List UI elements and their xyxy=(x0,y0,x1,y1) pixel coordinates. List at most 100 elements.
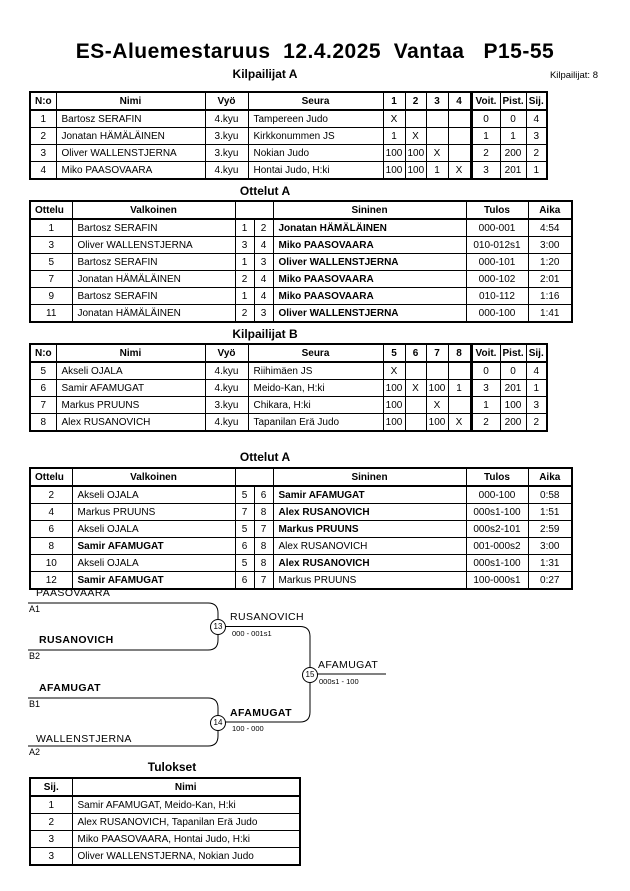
result-row: 3 Miko PAASOVAARA, Hontai Judo, H:ki xyxy=(29,830,301,848)
cell-match-no: 2 xyxy=(29,485,73,504)
cell-time: 4:54 xyxy=(527,218,573,237)
cell-club: Nokian Judo xyxy=(247,144,384,162)
col-header-no: N:o xyxy=(29,343,57,363)
pool-row: 3 Oliver WALLENSTJERNA 3.kyu Nokian Judo… xyxy=(29,144,548,162)
match-row: 9 Bartosz SERAFIN 1 4 Miko PAASOVAARA 01… xyxy=(29,287,573,305)
cell-place: 4 xyxy=(525,361,548,380)
col-header-blue: Sininen xyxy=(272,467,467,487)
cell-name: Miko PAASOVAARA, Hontai Judo, H:ki xyxy=(71,830,301,848)
bracket-slot-a2-seed: A2 xyxy=(29,747,41,757)
col-header-club: Seura xyxy=(247,91,384,111)
cell-place: 3 xyxy=(525,127,548,145)
cell-r4 xyxy=(447,127,472,145)
col-header-match: Ottelu xyxy=(29,467,73,487)
cell-r4: X xyxy=(447,161,472,180)
cell-no: 5 xyxy=(29,361,57,380)
cell-time: 0:27 xyxy=(527,571,573,590)
cell-belt: 3.kyu xyxy=(204,127,249,145)
cell-blue-name: Miko PAASOVAARA xyxy=(272,270,467,288)
cell-name: Oliver WALLENSTJERNA, Nokian Judo xyxy=(71,847,301,866)
pool-b-header-row: N:o Nimi Vyö Seura 5 6 7 8 Voit. Pist. S… xyxy=(29,343,548,363)
cell-no: 2 xyxy=(29,127,57,145)
col-header-time: Aika xyxy=(527,200,573,220)
cell-r5: 100 xyxy=(382,413,406,432)
cell-match-no: 10 xyxy=(29,554,73,572)
cell-points: 201 xyxy=(499,161,527,180)
cell-score: 000-100 xyxy=(465,304,529,323)
results-header-row: Sij. Nimi xyxy=(29,777,301,797)
match-row: 5 Bartosz SERAFIN 1 3 Oliver WALLENSTJER… xyxy=(29,253,573,271)
cell-score: 010-112 xyxy=(465,287,529,305)
cell-no: 8 xyxy=(29,413,57,432)
cell-blue-no: 3 xyxy=(253,304,274,323)
col-header-name: Nimi xyxy=(71,777,301,797)
cell-white-no: 3 xyxy=(234,236,255,254)
cell-wins: 3 xyxy=(469,161,501,180)
cell-wins: 0 xyxy=(469,361,501,380)
cell-r6 xyxy=(404,361,427,380)
competitors-count: Kilpailijat: 8 xyxy=(549,70,598,81)
final-winner-name: AFAMUGAT xyxy=(318,659,379,671)
col-header-blue: Sininen xyxy=(272,200,467,220)
cell-r6: X xyxy=(404,379,427,397)
cell-no: 6 xyxy=(29,379,57,397)
col-header-r8: 8 xyxy=(447,343,472,363)
cell-club: Tapanilan Erä Judo xyxy=(247,413,384,432)
cell-belt: 3.kyu xyxy=(204,144,249,162)
pool-row: 2 Jonatan HÄMÄLÄINEN 3.kyu Kirkkonummen … xyxy=(29,127,548,145)
cell-r3: X xyxy=(425,144,449,162)
cell-white-name: Akseli OJALA xyxy=(71,554,236,572)
cell-match-no: 8 xyxy=(29,537,73,555)
cell-blue-name: Markus PRUUNS xyxy=(272,571,467,590)
final-score: 000s1 - 100 xyxy=(319,677,359,686)
matches-b-header-row: Ottelu Valkoinen Sininen Tulos Aika xyxy=(29,467,573,487)
cell-belt: 4.kyu xyxy=(204,379,249,397)
semi1-match-number-badge: 13 xyxy=(210,619,226,635)
col-header-club: Seura xyxy=(247,343,384,363)
col-header-r7: 7 xyxy=(425,343,449,363)
cell-blue-no: 7 xyxy=(253,520,274,538)
cell-r1: 100 xyxy=(382,161,406,180)
col-header-r3: 3 xyxy=(425,91,449,111)
cell-match-no: 5 xyxy=(29,253,73,271)
cell-place: 3 xyxy=(29,847,73,866)
cell-white-name: Akseli OJALA xyxy=(71,520,236,538)
bracket-slot-b2-seed: B2 xyxy=(29,651,41,661)
pool-row: 7 Markus PRUUNS 3.kyu Chikara, H:ki 100 … xyxy=(29,396,548,414)
cell-belt: 4.kyu xyxy=(204,413,249,432)
match-row: 2 Akseli OJALA 5 6 Samir AFAMUGAT 000-10… xyxy=(29,485,573,504)
cell-blue-no: 4 xyxy=(253,236,274,254)
bracket-slot-a1-name: PAASOVAARA xyxy=(36,587,111,599)
cell-white-name: Jonatan HÄMÄLÄINEN xyxy=(71,270,236,288)
col-header-belt: Vyö xyxy=(204,91,249,111)
cell-blue-name: Markus PRUUNS xyxy=(272,520,467,538)
cell-blue-no: 4 xyxy=(253,287,274,305)
cell-name: Oliver WALLENSTJERNA xyxy=(55,144,206,162)
col-header-wins: Voit. xyxy=(469,343,501,363)
cell-time: 1:31 xyxy=(527,554,573,572)
cell-score: 001-000s2 xyxy=(465,537,529,555)
cell-r3 xyxy=(425,109,449,128)
result-row: 1 Samir AFAMUGAT, Meido-Kan, H:ki xyxy=(29,795,301,814)
pool-row: 6 Samir AFAMUGAT 4.kyu Meido-Kan, H:ki 1… xyxy=(29,379,548,397)
cell-r7: X xyxy=(425,396,449,414)
cell-time: 1:41 xyxy=(527,304,573,323)
cell-club: Chikara, H:ki xyxy=(247,396,384,414)
pool-b-title: Kilpailijat B xyxy=(232,327,298,341)
cell-r2: X xyxy=(404,127,427,145)
cell-no: 3 xyxy=(29,144,57,162)
col-header-r2: 2 xyxy=(404,91,427,111)
pool-b-table: N:o Nimi Vyö Seura 5 6 7 8 Voit. Pist. S… xyxy=(29,343,548,432)
cell-points: 0 xyxy=(499,109,527,128)
cell-place: 1 xyxy=(525,379,548,397)
cell-club: Hontai Judo, H:ki xyxy=(247,161,384,180)
pool-a-header-row: N:o Nimi Vyö Seura 1 2 3 4 Voit. Pist. S… xyxy=(29,91,548,111)
cell-place: 4 xyxy=(525,109,548,128)
cell-match-no: 3 xyxy=(29,236,73,254)
cell-belt: 4.kyu xyxy=(204,109,249,128)
cell-white-no: 2 xyxy=(234,270,255,288)
cell-time: 1:20 xyxy=(527,253,573,271)
cell-place: 1 xyxy=(29,795,73,814)
cell-name: Bartosz SERAFIN xyxy=(55,109,206,128)
col-header-r1: 1 xyxy=(382,91,406,111)
